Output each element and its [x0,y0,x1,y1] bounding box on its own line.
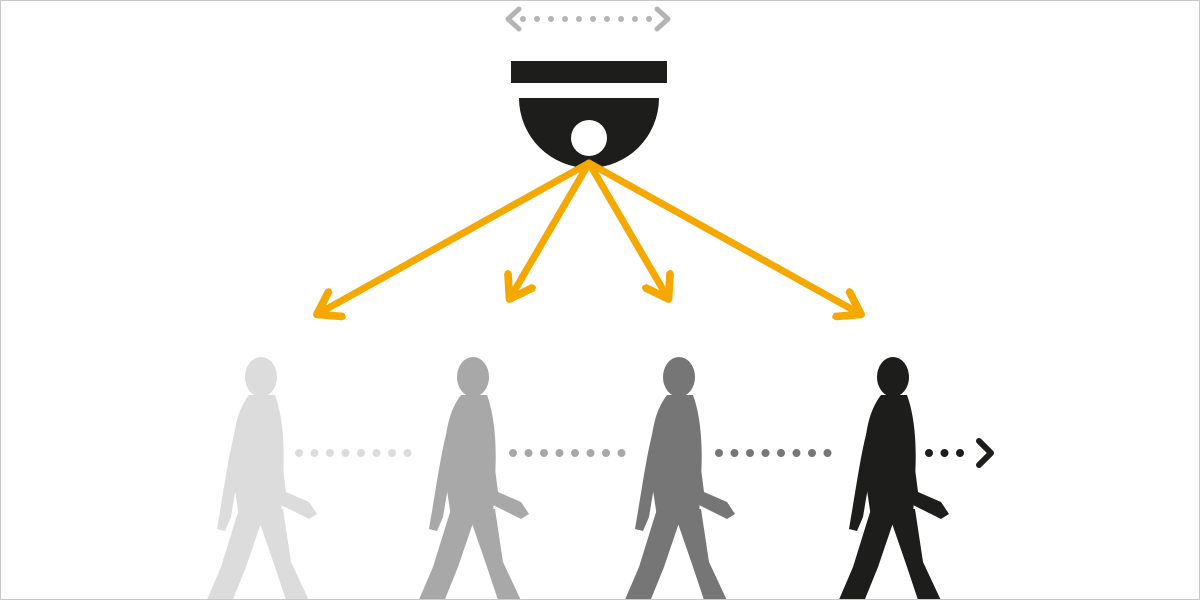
signal-arrows [323,159,855,311]
pan-arrow-icon [505,6,671,32]
signal-arrow-icon [585,159,665,293]
walking-person-icon [415,357,529,599]
motion-path-arrow-icon [976,438,994,468]
signal-arrow-icon [585,159,855,311]
walking-person-icon [203,357,317,599]
signal-arrow-icon [323,159,593,311]
walking-person-icon [835,357,949,599]
walking-person-icon [621,357,735,599]
signal-arrow-icon [513,159,593,293]
dome-camera-icon [511,61,667,168]
